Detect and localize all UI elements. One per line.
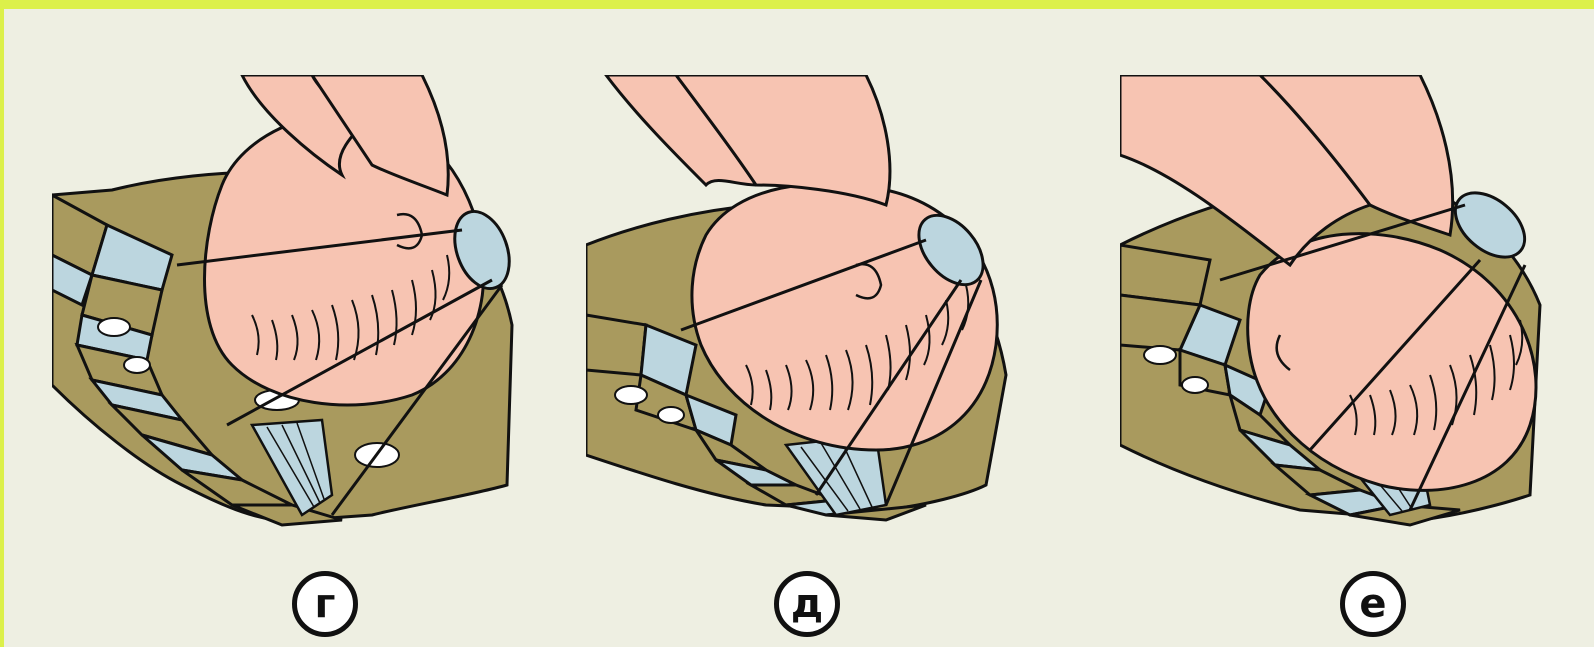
fetal-head-pelvis-drawing-d bbox=[586, 75, 1056, 555]
illustration-panel-g bbox=[52, 75, 522, 555]
panel-label-g: г bbox=[292, 571, 358, 637]
illustration-panel-d bbox=[586, 75, 1056, 555]
fetal-head-pelvis-drawing-e bbox=[1120, 75, 1590, 555]
fetal-head-pelvis-drawing-g bbox=[52, 75, 522, 555]
panel-label-e: е bbox=[1340, 571, 1406, 637]
panel-label-d: д bbox=[774, 571, 840, 637]
illustration-panel-e bbox=[1120, 75, 1590, 555]
